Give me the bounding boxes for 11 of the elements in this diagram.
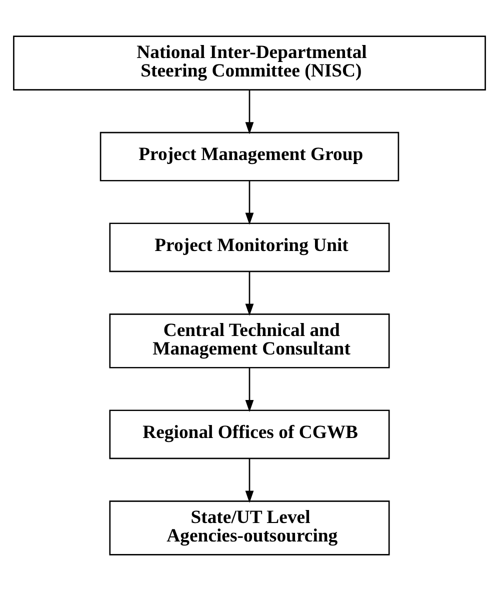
node-box: Project Management Group [100, 131, 400, 181]
node-box: Project Monitoring Unit [109, 222, 390, 272]
node-box: State/UT Level Agencies-outsourcing [109, 500, 390, 555]
arrow [245, 180, 254, 224]
arrow [245, 271, 254, 316]
node-box: National Inter-Departmental Steering Committee (NISC) [13, 35, 486, 90]
arrow [245, 368, 254, 412]
node-box: Regional Offices of CGWB [109, 409, 390, 459]
arrow [245, 458, 254, 502]
arrow [245, 90, 254, 134]
node-box: Central Technical and Management Consultant [109, 313, 390, 368]
